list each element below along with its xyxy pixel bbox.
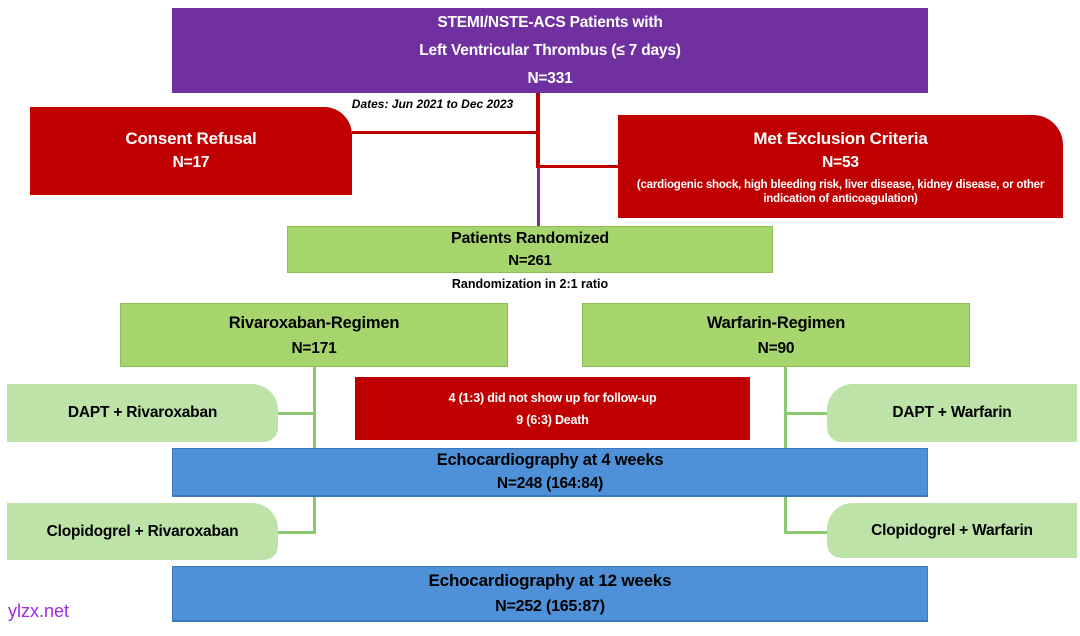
dapt-rivaroxaban-label: DAPT + Rivaroxaban xyxy=(67,404,218,421)
exclusion-count: N=53 xyxy=(822,154,859,171)
rivaroxaban-arm-count: N=171 xyxy=(291,339,337,357)
connector-red-to-consent-refusal xyxy=(352,131,538,134)
connector-warfarin-arm-down xyxy=(784,367,787,448)
node-clopidogrel-rivaroxaban: Clopidogrel + Rivaroxaban xyxy=(7,503,278,560)
node-randomized: Patients Randomized N=261 xyxy=(287,226,773,273)
node-population: STEMI/NSTE-ACS Patients with Left Ventri… xyxy=(172,8,928,93)
clopidogrel-warfarin-label: Clopidogrel + Warfarin xyxy=(871,521,1033,539)
watermark: ylzx.net xyxy=(8,601,70,621)
connector-echo4-down-right xyxy=(784,497,787,534)
exclusion-detail: (cardiogenic shock, high bleeding risk, … xyxy=(636,179,1045,205)
connector-rivaroxaban-arm-down xyxy=(313,367,316,448)
node-echo-4-weeks: Echocardiography at 4 weeks N=248 (164:8… xyxy=(172,448,928,497)
dropout-line2: 9 (6:3) Death xyxy=(516,412,589,427)
population-count: N=331 xyxy=(527,69,573,87)
node-dapt-warfarin: DAPT + Warfarin xyxy=(827,384,1077,442)
connector-red-to-exclusion xyxy=(540,165,618,168)
connector-purple-to-randomized xyxy=(537,168,540,226)
warfarin-arm-title: Warfarin-Regimen xyxy=(706,313,846,332)
echo-4-weeks-count: N=248 (164:84) xyxy=(496,475,604,492)
randomization-note: Randomization in 2:1 ratio xyxy=(451,277,609,291)
dropout-line1: 4 (1:3) did not show up for follow-up xyxy=(448,390,657,405)
connector-echo4-down-left xyxy=(313,497,316,534)
connector-to-dapt-warfarin xyxy=(787,412,827,415)
randomized-count: N=261 xyxy=(508,251,552,269)
population-line1: STEMI/NSTE-ACS Patients with xyxy=(437,13,663,31)
echo-12-weeks-title: Echocardiography at 12 weeks xyxy=(428,570,672,590)
warfarin-arm-count: N=90 xyxy=(757,339,795,357)
node-exclusion: Met Exclusion Criteria N=53 (cardiogenic… xyxy=(618,115,1063,218)
clopidogrel-rivaroxaban-label: Clopidogrel + Rivaroxaban xyxy=(46,522,239,540)
connector-to-clopidogrel-warfarin xyxy=(787,531,827,534)
dapt-warfarin-label: DAPT + Warfarin xyxy=(892,404,1012,421)
rivaroxaban-arm-title: Rivaroxaban-Regimen xyxy=(228,313,400,332)
node-rivaroxaban-arm: Rivaroxaban-Regimen N=171 xyxy=(120,303,508,367)
consent-refusal-title: Consent Refusal xyxy=(125,129,257,148)
exclusion-title: Met Exclusion Criteria xyxy=(753,129,928,148)
connector-red-vertical-top xyxy=(536,93,540,168)
dates-note: Dates: Jun 2021 to Dec 2023 xyxy=(351,97,514,111)
node-dapt-rivaroxaban: DAPT + Rivaroxaban xyxy=(7,384,278,442)
node-warfarin-arm: Warfarin-Regimen N=90 xyxy=(582,303,970,367)
population-line2: Left Ventricular Thrombus (≤ 7 days) xyxy=(419,41,681,59)
connector-to-clopidogrel-rivaroxaban xyxy=(278,531,316,534)
node-echo-12-weeks: Echocardiography at 12 weeks N=252 (165:… xyxy=(172,566,928,622)
node-clopidogrel-warfarin: Clopidogrel + Warfarin xyxy=(827,503,1077,558)
randomized-title: Patients Randomized xyxy=(450,229,609,247)
consent-refusal-count: N=17 xyxy=(172,154,210,171)
node-dropout: 4 (1:3) did not show up for follow-up 9 … xyxy=(355,377,750,440)
connector-to-dapt-rivaroxaban xyxy=(278,412,316,415)
echo-12-weeks-count: N=252 (165:87) xyxy=(495,597,605,615)
echo-4-weeks-title: Echocardiography at 4 weeks xyxy=(436,451,664,469)
node-consent-refusal: Consent Refusal N=17 xyxy=(30,107,352,195)
